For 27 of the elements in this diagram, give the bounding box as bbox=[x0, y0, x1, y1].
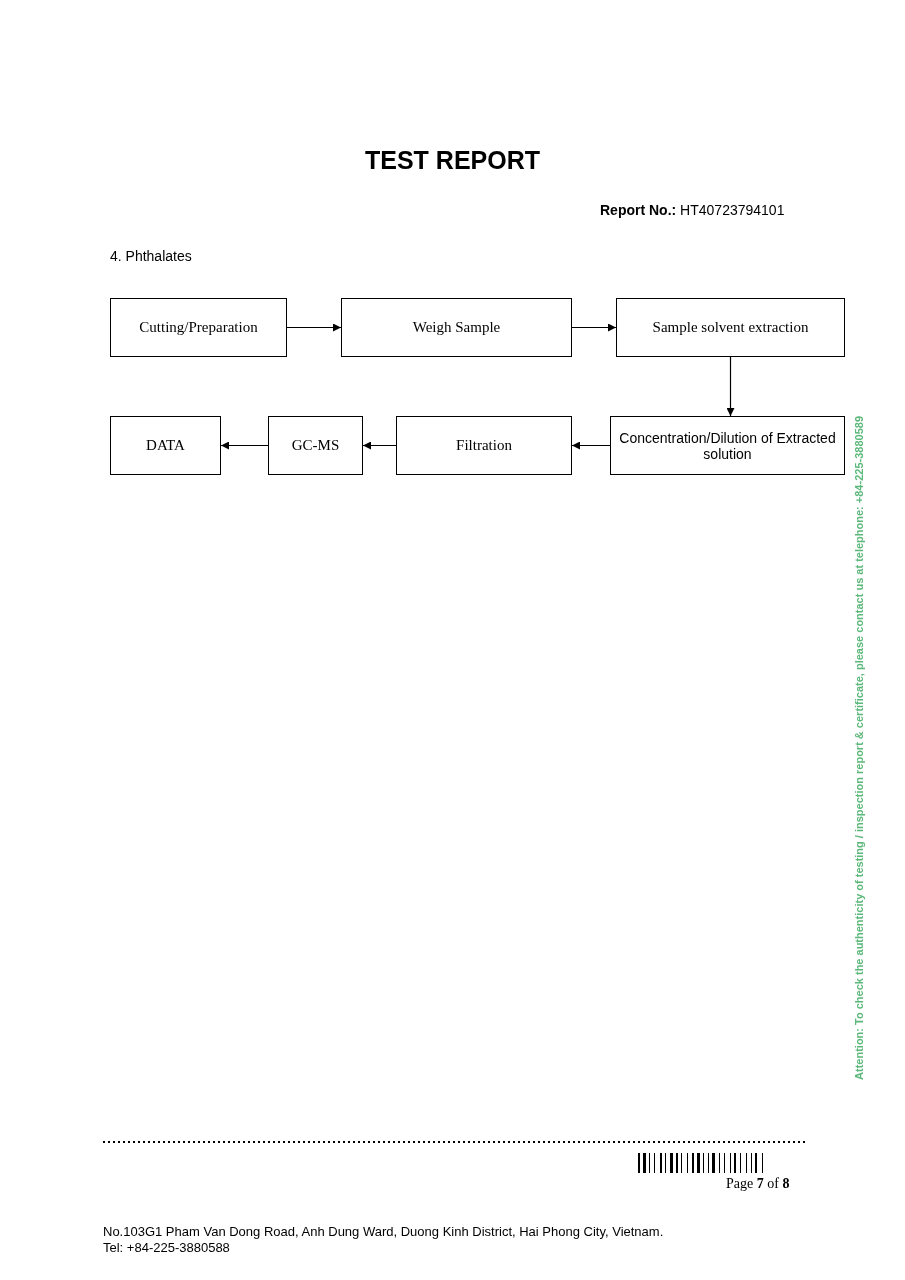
contact-text: Tel: +84-225-3880588 bbox=[103, 1240, 230, 1255]
step-label: GC-MS bbox=[290, 435, 341, 455]
arrow bbox=[571, 441, 611, 450]
report-title: TEST REPORT bbox=[364, 146, 541, 175]
arrow bbox=[571, 323, 617, 332]
process-box bbox=[268, 416, 363, 475]
process-box bbox=[110, 298, 287, 357]
step-label: DATA bbox=[145, 435, 186, 455]
step-label: Filtration bbox=[455, 435, 513, 455]
section-heading: 4. Phthalates bbox=[110, 248, 192, 264]
arrow bbox=[726, 356, 735, 417]
step-label: Concentration/Dilution of Extracted solution bbox=[618, 429, 837, 462]
process-box bbox=[110, 416, 221, 475]
process-box bbox=[341, 298, 572, 357]
page-number: Page 7 of 8 bbox=[726, 1176, 790, 1192]
arrow bbox=[286, 323, 342, 332]
process-box bbox=[396, 416, 572, 475]
report-number: Report No.: HT40723794101 bbox=[600, 202, 785, 218]
arrow bbox=[220, 441, 269, 450]
arrow bbox=[362, 441, 397, 450]
step-label: Sample solvent extraction bbox=[651, 317, 810, 337]
address-text: No.103G1 Pham Van Dong Road, Anh Dung Ward, Duong Kinh District, Hai Phong City, Vietnam. bbox=[103, 1224, 664, 1239]
step-label: Cutting/Preparation bbox=[138, 317, 259, 337]
authenticity-note: Attention: To check the authenticity of testing / inspection report & certificate, please contact us at telephone: +84-225-3880589 bbox=[853, 416, 866, 1080]
process-box bbox=[616, 298, 845, 357]
process-box bbox=[610, 416, 845, 475]
step-label: Weigh Sample bbox=[411, 317, 502, 337]
